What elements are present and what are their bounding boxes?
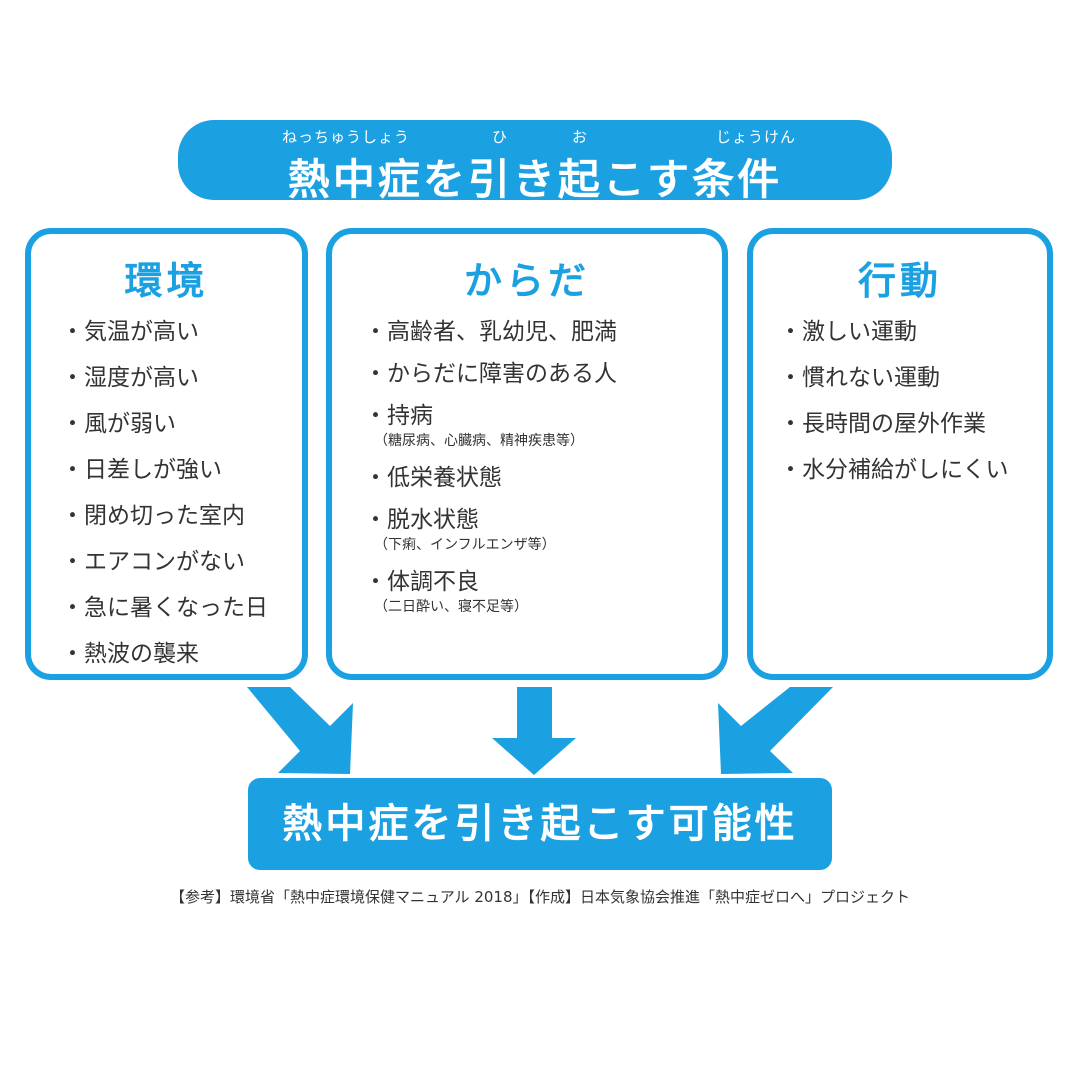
list-item: ・脱水状態 （下痢、インフルエンザ等） [364, 506, 712, 554]
list-item: ・激しい運動 [779, 318, 1037, 346]
panel-title: からだ [463, 259, 590, 303]
item-text: ・激しい運動 [779, 319, 917, 345]
arrow-right [718, 687, 833, 774]
list-item: ・エアコンがない [61, 548, 292, 576]
item-text: ・水分補給がしにくい [779, 457, 1009, 483]
list-item: ・日差しが強い [61, 456, 292, 484]
ruby-jouken: じょうけん [716, 128, 797, 146]
list-item: ・水分補給がしにくい [779, 456, 1037, 484]
list-item: ・急に暑くなった日 [61, 594, 292, 622]
item-note: （下痢、インフルエンザ等） [374, 537, 556, 553]
item-note: （糖尿病、心臓病、精神疾患等） [374, 433, 584, 449]
item-text: ・エアコンがない [61, 549, 245, 575]
panel-environment: 環境 ・気温が高い ・湿度が高い ・風が弱い ・日差しが強い ・閉め切った室内 … [25, 228, 308, 680]
ruby-hi: ひ [492, 128, 509, 146]
list-item: ・高齢者、乳幼児、肥満 [364, 318, 712, 346]
list-item: ・熱波の襲来 [61, 640, 292, 668]
item-text: ・脱水状態 [364, 507, 479, 533]
ruby-nettyuushou: ねっちゅうしょう [282, 128, 411, 146]
list-item: ・持病 （糖尿病、心臓病、精神疾患等） [364, 402, 712, 450]
list-item: ・閉め切った室内 [61, 502, 292, 530]
panel-title: 行動 [857, 259, 942, 303]
arrow-left [247, 687, 353, 774]
panel-body: からだ ・高齢者、乳幼児、肥満 ・からだに障害のある人 ・持病 （糖尿病、心臓病、… [326, 228, 728, 680]
panel-behavior: 行動 ・激しい運動 ・慣れない運動 ・長時間の屋外作業 ・水分補給がしにくい [747, 228, 1053, 680]
page-title: 熱中症を引き起こす条件 [287, 155, 783, 204]
item-text: ・持病 [364, 403, 433, 429]
item-list: ・高齢者、乳幼児、肥満 ・からだに障害のある人 ・持病 （糖尿病、心臓病、精神疾患… [364, 318, 712, 630]
item-text: ・低栄養状態 [364, 465, 502, 491]
title-banner [178, 120, 892, 200]
arrow-center [492, 687, 576, 775]
ruby-o: お [572, 128, 589, 146]
list-item: ・気温が高い [61, 318, 292, 346]
item-note: （二日酔い、寝不足等） [374, 599, 528, 615]
item-list: ・気温が高い ・湿度が高い ・風が弱い ・日差しが強い ・閉め切った室内 ・エア… [61, 318, 292, 686]
panel-title: 環境 [124, 259, 209, 303]
item-text: ・長時間の屋外作業 [779, 411, 986, 437]
item-text: ・体調不良 [364, 569, 479, 595]
list-item: ・湿度が高い [61, 364, 292, 392]
item-text: ・閉め切った室内 [61, 503, 245, 529]
item-text: ・からだに障害のある人 [364, 361, 617, 387]
item-text: ・慣れない運動 [779, 365, 940, 391]
item-text: ・熱波の襲来 [61, 641, 199, 667]
result-banner: 熱中症を引き起こす可能性 [248, 778, 832, 870]
source-note: 【参考】環境省「熱中症環境保健マニュアル 2018」【作成】日本気象協会推進「熱… [170, 888, 910, 906]
list-item: ・慣れない運動 [779, 364, 1037, 392]
item-text: ・気温が高い [61, 319, 199, 345]
item-text: ・高齢者、乳幼児、肥満 [364, 319, 617, 345]
item-list: ・激しい運動 ・慣れない運動 ・長時間の屋外作業 ・水分補給がしにくい [779, 318, 1037, 502]
item-text: ・急に暑くなった日 [61, 595, 268, 621]
list-item: ・長時間の屋外作業 [779, 410, 1037, 438]
list-item: ・体調不良 （二日酔い、寝不足等） [364, 568, 712, 616]
item-text: ・湿度が高い [61, 365, 199, 391]
list-item: ・低栄養状態 [364, 464, 712, 492]
list-item: ・風が弱い [61, 410, 292, 438]
list-item: ・からだに障害のある人 [364, 360, 712, 388]
item-text: ・風が弱い [61, 411, 176, 437]
item-text: ・日差しが強い [61, 457, 222, 483]
